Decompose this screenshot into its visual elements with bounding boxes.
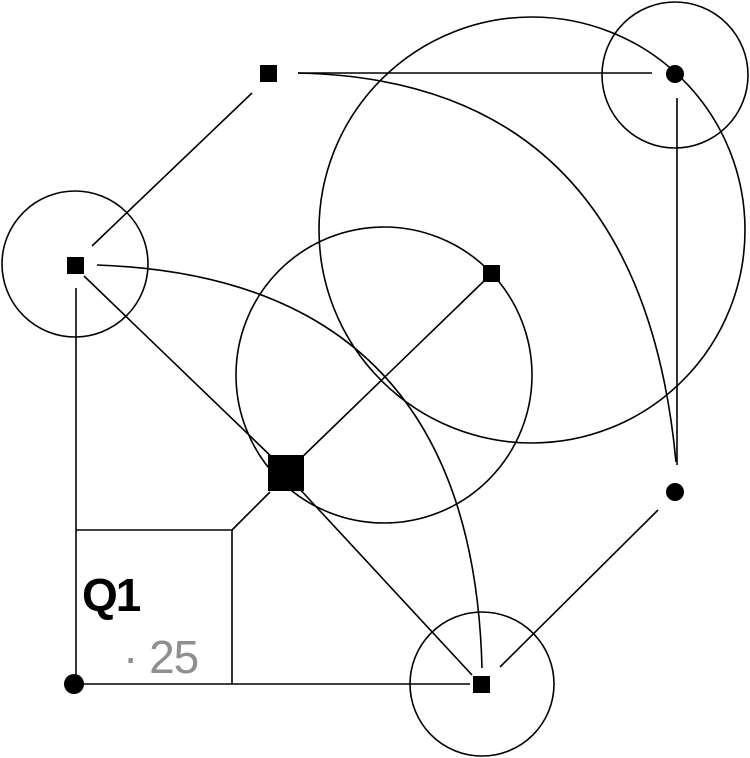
node-hub xyxy=(268,455,304,491)
circle-large-upper-right xyxy=(318,16,746,444)
edge-labelbox-hub xyxy=(231,491,271,531)
edge-hub-centerright xyxy=(296,280,485,463)
node-top xyxy=(260,65,277,82)
node-left xyxy=(67,257,84,274)
node-bottom xyxy=(473,676,490,693)
circle-top-right xyxy=(601,1,749,149)
arc-left-bottom xyxy=(96,264,483,669)
edge-left-top xyxy=(91,92,253,247)
edge-left-hub xyxy=(83,275,278,463)
node-center-right xyxy=(483,265,500,282)
node-top-right xyxy=(666,65,684,83)
edge-right-bottom xyxy=(499,509,659,668)
arc-top-right xyxy=(297,72,677,463)
circle-center xyxy=(235,226,533,524)
circle-left xyxy=(1,190,149,338)
label-subtitle: · 25 xyxy=(123,631,198,683)
edge-hub-bottom xyxy=(295,484,473,676)
node-bottom-left xyxy=(64,674,84,694)
node-right xyxy=(666,483,684,501)
label-title: Q1 xyxy=(82,569,141,621)
